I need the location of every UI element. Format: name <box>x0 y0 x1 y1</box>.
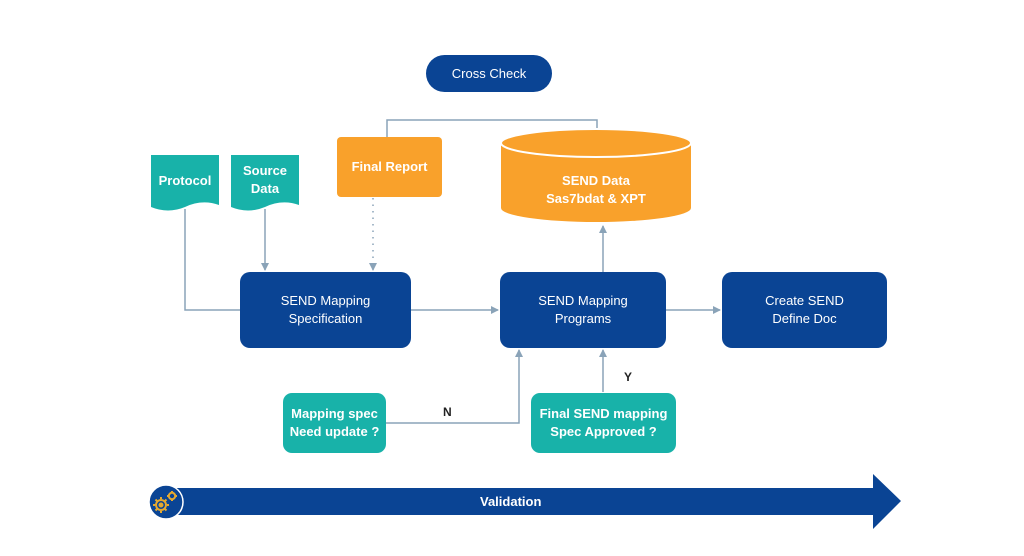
source-data-node: Source Data <box>231 162 299 197</box>
create-send-define-label-line2: Define Doc <box>772 311 837 326</box>
send-mapping-programs-label-line1: SEND Mapping <box>538 293 628 309</box>
connector-protocol-to-spec <box>184 209 240 311</box>
source-data-label-line1: Source <box>242 163 288 178</box>
send-data-node: SEND Data Sas7bdat & XPT <box>501 172 691 208</box>
final-spec-approved-label-line1: Final SEND mapping <box>539 406 668 422</box>
mapping-spec-update-label-line2: Need update ? <box>289 424 380 439</box>
cross-check-node: Cross Check <box>426 55 552 92</box>
connector-update-to-programs <box>385 349 523 424</box>
final-report-node: Final Report <box>337 137 442 197</box>
final-report-label: Final Report <box>351 159 428 175</box>
validation-arrow <box>164 474 901 529</box>
send-mapping-programs-label-line2: Programs <box>554 311 612 326</box>
protocol-node: Protocol <box>151 172 219 190</box>
send-data-cylinder <box>500 128 692 222</box>
mapping-spec-update-label-line1: Mapping spec <box>291 406 378 422</box>
final-spec-approved-node: Final SEND mapping Spec Approved ? <box>531 393 676 453</box>
gears-icon <box>153 491 177 513</box>
mapping-spec-update-node: Mapping spec Need update ? <box>283 393 386 453</box>
create-send-define-node: Create SEND Define Doc <box>722 272 887 348</box>
send-mapping-programs-node: SEND Mapping Programs <box>500 272 666 348</box>
cross-check-label: Cross Check <box>451 65 527 81</box>
protocol-doc-shape <box>151 155 219 211</box>
final-spec-approved-label-line2: Spec Approved ? <box>550 424 657 439</box>
source-data-doc-shape <box>231 155 299 211</box>
create-send-define-label-line1: Create SEND <box>765 293 844 309</box>
protocol-label: Protocol <box>158 173 212 188</box>
validation-label: Validation <box>480 494 542 509</box>
send-data-label-line1: SEND Data <box>562 173 630 188</box>
send-mapping-spec-label-line2: Specification <box>288 311 363 326</box>
send-mapping-spec-node: SEND Mapping Specification <box>240 272 411 348</box>
send-data-label-line2: Sas7bdat & XPT <box>546 191 646 207</box>
edge-label-no: N <box>443 405 452 419</box>
edge-label-yes: Y <box>624 370 633 384</box>
source-data-label-line2: Data <box>250 180 280 196</box>
send-mapping-spec-label-line1: SEND Mapping <box>280 293 371 309</box>
